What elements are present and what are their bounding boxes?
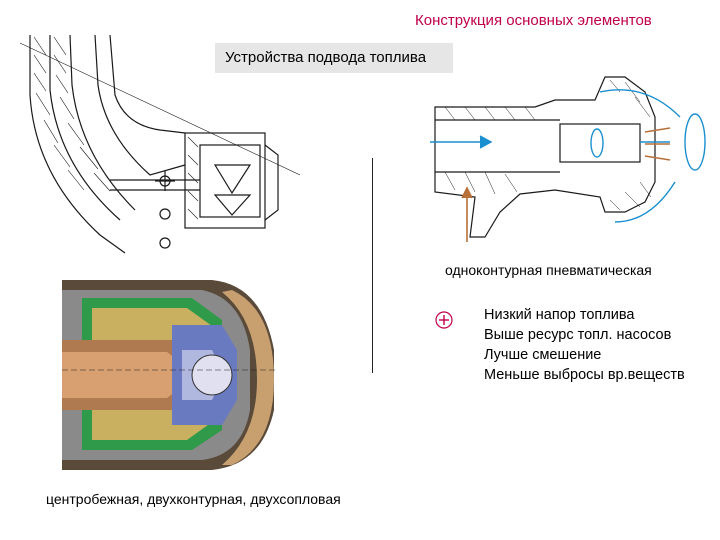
page-title: Конструкция основных элементов <box>415 12 652 29</box>
list-item: Лучше смешение <box>484 347 602 363</box>
section-subtitle: Устройства подвода топлива <box>215 43 453 73</box>
plus-circle-icon <box>435 311 453 329</box>
centrifugal-nozzle-cutaway <box>62 270 277 475</box>
pneumatic-injector-drawing <box>430 76 706 242</box>
list-item: Выше ресурс топл. насосов <box>484 327 672 343</box>
vertical-divider <box>372 158 373 373</box>
fuel-injector-drawing-left <box>19 34 300 254</box>
single-loop-label: одноконтурная пневматическая <box>445 262 652 278</box>
list-item: Меньше выбросы вр.веществ <box>484 367 685 383</box>
centrifugal-label: центробежная, двухконтурная, двухсоплова… <box>46 491 341 507</box>
advantages-list: Низкий напор топлива Выше ресурс топл. н… <box>484 305 720 385</box>
list-item: Низкий напор топлива <box>484 307 635 323</box>
